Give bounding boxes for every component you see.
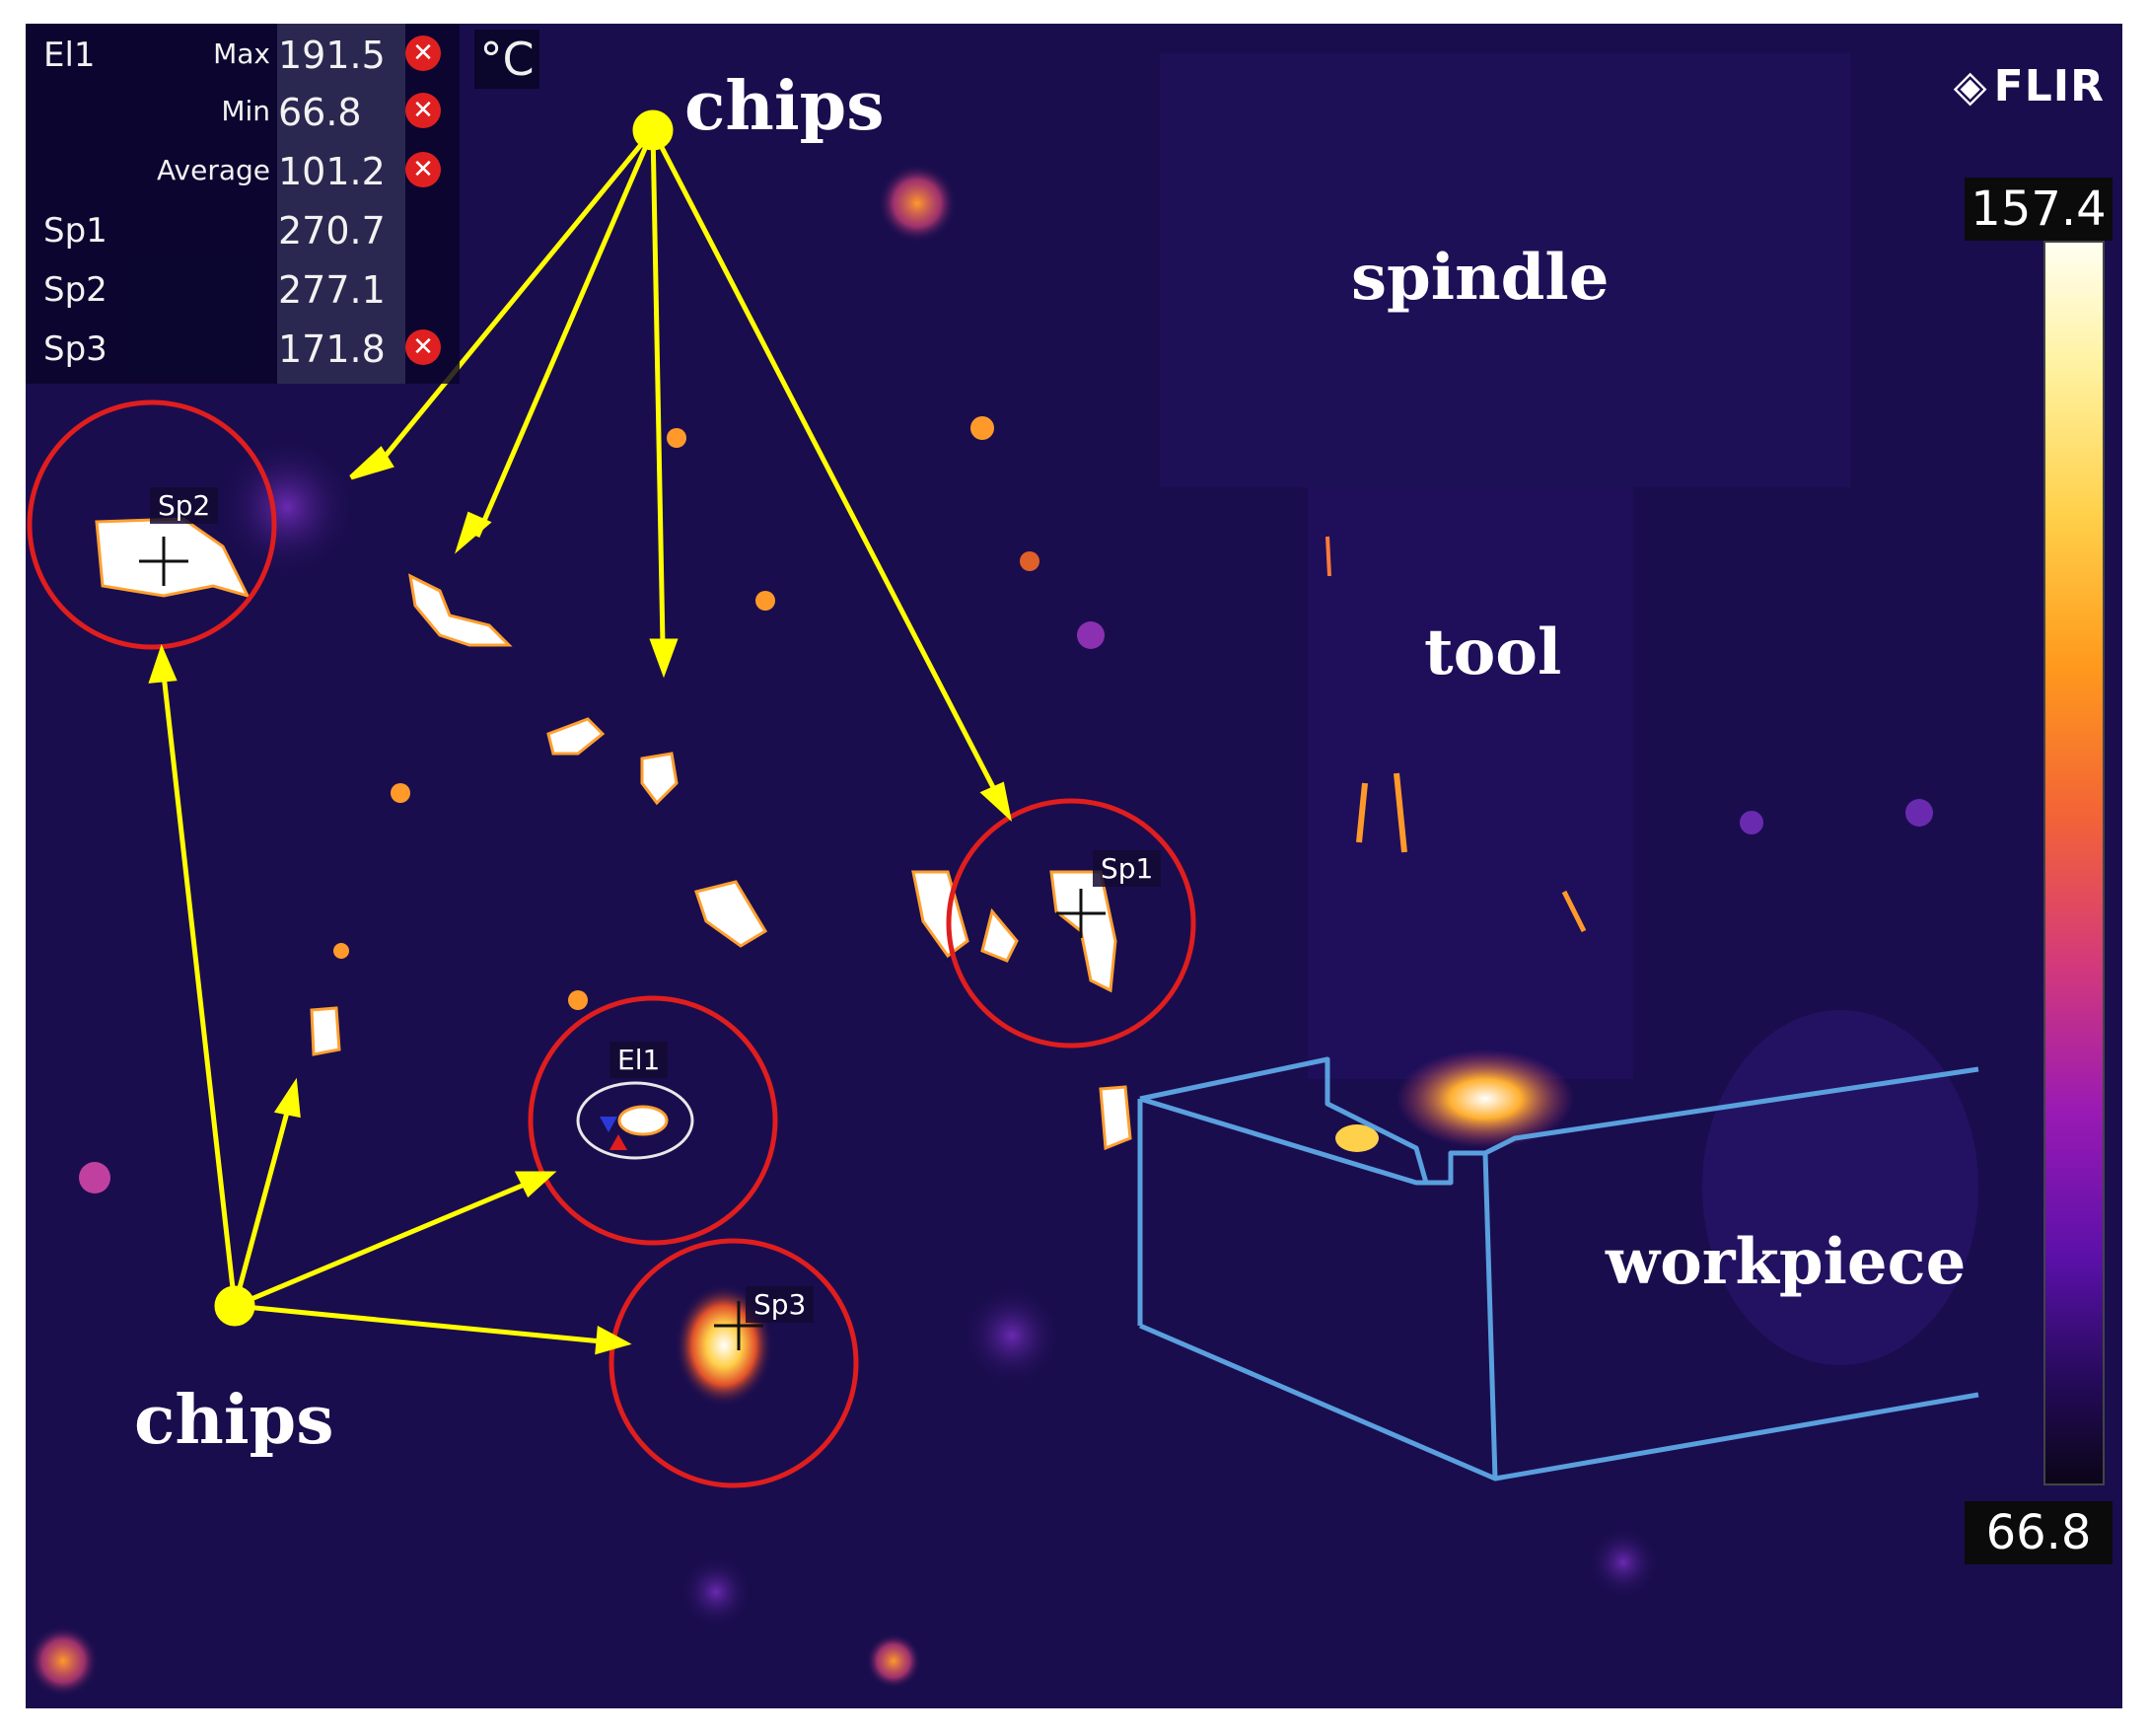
hot-spot: [1020, 551, 1039, 571]
sp3-tag: Sp3: [746, 1286, 815, 1323]
temperature-unit: °C: [474, 30, 539, 89]
hot-spot: [963, 1286, 1061, 1385]
chip: [911, 870, 969, 959]
sp2-circle: [27, 399, 277, 650]
sp1-circle: [946, 798, 1196, 1049]
value-column: [277, 24, 405, 384]
thermal-scene: [27, 53, 1979, 1697]
chip: [694, 880, 768, 948]
flir-diamond-icon: ◈: [1953, 61, 1988, 111]
measurement-name: El1: [43, 36, 96, 75]
workpiece-outline: [1137, 1056, 1979, 1482]
hot-spot: [1077, 621, 1105, 649]
hot-spot: [878, 164, 957, 243]
sp3-circle: [609, 1238, 859, 1488]
hot-spot: [568, 990, 588, 1010]
measurement-name: Sp3: [43, 329, 107, 369]
hot-spot: [333, 943, 349, 959]
scale-max-value: 157.4: [1965, 178, 2113, 241]
tool-streak: [1394, 772, 1407, 853]
measurement-row-sp2: Sp2 277.1: [26, 262, 460, 320]
cutting-zone-glow: [1397, 1049, 1574, 1148]
scale-min-value: 66.8: [1965, 1501, 2113, 1564]
measurement-value: 277.1: [278, 268, 386, 312]
measurement-name: Sp1: [43, 211, 107, 251]
measurement-sub: Max: [213, 37, 270, 70]
chip: [980, 907, 1019, 963]
el1-tag: El1: [609, 1042, 669, 1078]
measurement-panel: El1 Max 191.5 ✕ Min 66.8 ✕ Average 101.2…: [26, 24, 460, 384]
close-icon[interactable]: ✕: [405, 329, 441, 365]
hot-spot: [755, 591, 775, 611]
tool-region: [1308, 487, 1633, 1079]
background-glow: [1702, 1010, 1978, 1365]
measurement-name: Sp2: [43, 270, 107, 310]
tool-streak: [1356, 782, 1368, 843]
chip: [310, 1006, 341, 1056]
chip: [617, 1105, 669, 1136]
hot-spot: [681, 1556, 752, 1628]
hot-spot: [28, 1626, 99, 1697]
workpiece-label: workpiece: [1606, 1225, 1967, 1299]
chips-label-top: chips: [684, 67, 885, 146]
measurement-row-el1-min: Min 66.8 ✕: [26, 85, 460, 142]
chips-arrows-bottom: [148, 643, 632, 1355]
chip: [546, 717, 606, 756]
hot-spot: [218, 438, 356, 576]
measurement-row-el1-max: El1 Max 191.5 ✕: [26, 28, 460, 85]
spindle-housing: [1160, 53, 1850, 487]
hot-spot: [1588, 1527, 1659, 1598]
spindle-label: spindle: [1351, 241, 1610, 315]
tool-streak: [1325, 536, 1331, 577]
flir-logo: ◈FLIR: [1954, 61, 2105, 111]
measurement-sub: Min: [221, 95, 270, 127]
crosshairs: [139, 537, 1106, 1350]
hot-spot: [391, 783, 410, 803]
measurement-row-el1-average: Average 101.2 ✕: [26, 144, 460, 201]
close-icon[interactable]: ✕: [405, 36, 441, 71]
measurement-row-sp1: Sp1 270.7: [26, 203, 460, 260]
tool-label: tool: [1424, 615, 1562, 689]
hot-spot: [970, 416, 994, 440]
min-marker-icon: [600, 1117, 617, 1132]
hot-spot: [1905, 799, 1933, 827]
max-marker-icon: [609, 1134, 627, 1150]
el1-ellipse: [576, 1081, 694, 1160]
close-icon[interactable]: ✕: [405, 152, 441, 187]
tool-streak: [1561, 890, 1587, 933]
measurement-value: 101.2: [278, 150, 386, 193]
measurement-value: 270.7: [278, 209, 386, 253]
measurement-value: 191.5: [278, 34, 386, 77]
hot-spot: [1740, 811, 1763, 834]
chips-arrows-top: [349, 109, 1012, 823]
cutting-zone-glow: [1335, 1124, 1379, 1152]
chip: [408, 573, 513, 647]
hot-spot: [79, 1162, 110, 1194]
el1-circle: [528, 995, 778, 1246]
measurement-value: 171.8: [278, 327, 386, 371]
chip: [1099, 1085, 1132, 1151]
measurement-value: 66.8: [278, 91, 362, 134]
close-icon[interactable]: ✕: [405, 93, 441, 128]
measurement-sub: Average: [157, 154, 270, 186]
chip: [640, 752, 679, 806]
hot-spot: [866, 1633, 921, 1689]
hot-spot: [667, 428, 686, 448]
chips-label-bottom: chips: [134, 1381, 334, 1460]
temperature-colorbar: [2043, 241, 2105, 1485]
chip: [1049, 870, 1117, 993]
thermal-image: El1 Max 191.5 ✕ Min 66.8 ✕ Average 101.2…: [26, 24, 2122, 1708]
sp1-tag: Sp1: [1093, 850, 1162, 887]
sp2-tag: Sp2: [150, 487, 219, 524]
measurement-row-sp3: Sp3 171.8 ✕: [26, 322, 460, 379]
logo-text: FLIR: [1993, 61, 2105, 111]
